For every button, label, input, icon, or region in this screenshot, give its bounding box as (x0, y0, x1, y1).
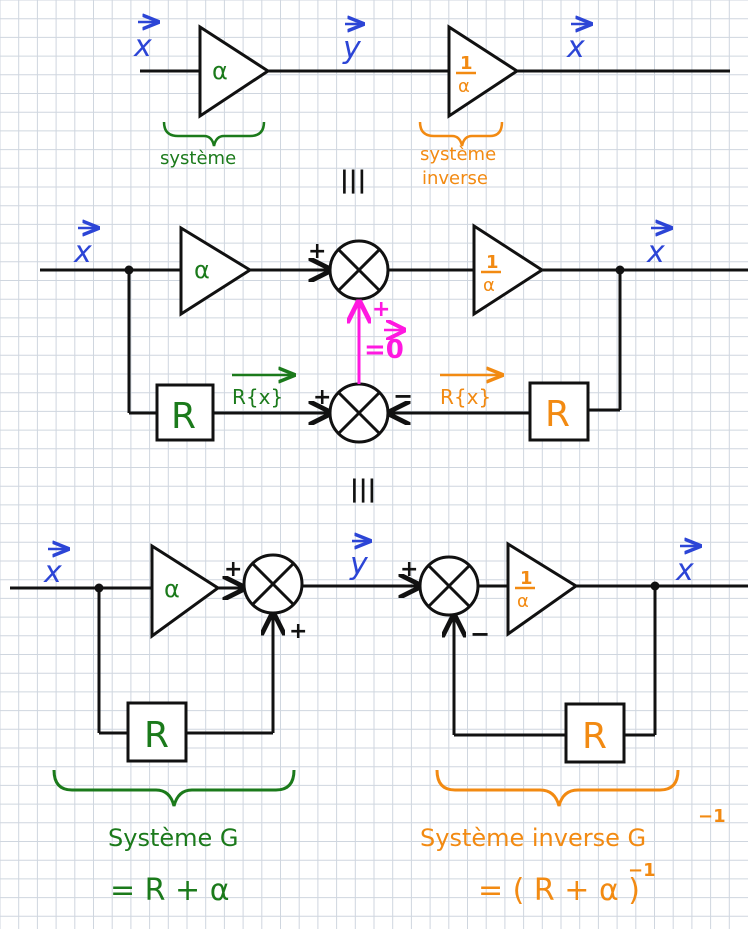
bot-inverse-one: 1 (520, 568, 533, 589)
mid-left-Rx: R{x} (232, 385, 283, 409)
mid-zero-label: =0 (364, 335, 404, 365)
mid-right-Rx: R{x} (440, 385, 491, 409)
mid-plus-bottom: + (313, 385, 331, 410)
system-G-equation: = R + α (110, 873, 230, 908)
top-inverse-label-2: inverse (422, 168, 488, 189)
top-system-label: système (160, 148, 236, 169)
system-inverse-equation-exponent: −1 (628, 860, 656, 881)
bot-left-R: R (144, 715, 169, 756)
top-inverse-brace (418, 121, 504, 147)
mid-junction-left (124, 265, 134, 275)
system-inverse-title-exponent: −1 (698, 806, 726, 827)
bot-plus-right-top: + (400, 557, 418, 582)
bot-input-x: x (43, 555, 62, 590)
mid-output-x: x (646, 235, 665, 270)
top-row (140, 24, 730, 119)
bot-minus-right-bottom: − (470, 620, 490, 648)
mid-system-alpha: α (194, 256, 210, 284)
top-input-x: x (133, 29, 152, 64)
mid-plus-top: + (308, 239, 326, 264)
equiv-sign-1: ||| (340, 166, 366, 194)
mid-plus-magenta: + (372, 297, 390, 322)
mid-minus-bottom: − (393, 382, 413, 410)
top-system-brace (162, 121, 266, 147)
bot-junction-left (94, 583, 104, 593)
mid-right-R: R (545, 394, 570, 435)
top-y: y (342, 31, 362, 66)
mid-input-x: x (73, 235, 92, 270)
mid-inverse-alpha: α (483, 275, 495, 296)
system-inverse-title: Système inverse G (420, 824, 646, 852)
bot-right-R: R (582, 716, 607, 757)
mid-inverse-one: 1 (486, 252, 499, 273)
bottom-row (10, 541, 748, 764)
mid-left-R: R (171, 396, 196, 437)
top-inverse-alpha: α (458, 76, 470, 97)
bot-junction-right (650, 581, 660, 591)
system-G-brace (52, 769, 296, 807)
middle-row (40, 223, 748, 444)
bot-y: y (349, 547, 369, 582)
system-inverse-brace (435, 769, 680, 807)
top-inverse-one: 1 (460, 53, 473, 74)
top-output-x: x (566, 30, 585, 65)
bot-system-alpha: α (164, 575, 180, 603)
system-G-title: Système G (108, 824, 239, 852)
bot-output-x: x (675, 553, 694, 588)
bot-inverse-alpha: α (517, 591, 529, 612)
equiv-sign-2: ||| (350, 475, 376, 503)
top-inverse-label-1: système (420, 144, 496, 165)
mid-junction-right (615, 265, 625, 275)
top-system-alpha: α (212, 57, 228, 85)
bot-plus-left-bottom: + (289, 619, 307, 644)
bot-plus-left-top: + (224, 557, 242, 582)
system-inverse-equation: = ( R + α ) (478, 873, 640, 908)
